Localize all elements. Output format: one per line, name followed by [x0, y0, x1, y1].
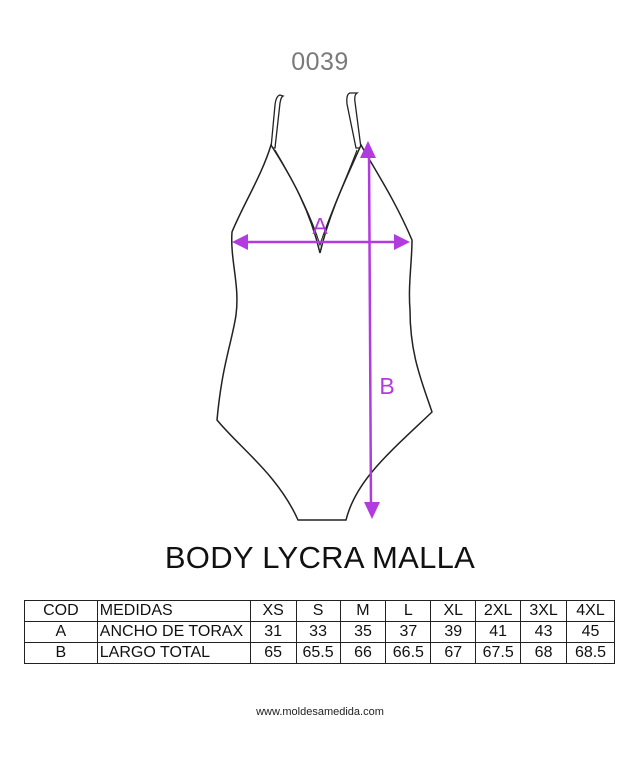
measure-b-label: B — [379, 373, 394, 399]
table-cell: 35 — [339, 621, 387, 643]
measure-b-arrow — [360, 141, 380, 519]
product-title: BODY LYCRA MALLA — [164, 540, 476, 575]
table-cell: 65 — [249, 642, 297, 664]
header-cell: MEDIDAS — [96, 600, 251, 622]
header-cell: 3XL — [520, 600, 568, 622]
table-cell: 41 — [475, 621, 522, 643]
left-strap — [270, 94, 285, 149]
right-strap — [346, 92, 362, 149]
table-cell: 68.5 — [566, 642, 615, 664]
table-cell: 66 — [339, 642, 387, 664]
measure-a-arrow — [232, 234, 410, 250]
table-cell: 31 — [249, 621, 297, 643]
measure-a-label: A — [312, 213, 328, 239]
header-cell: 4XL — [566, 600, 615, 622]
table-cell: 33 — [295, 621, 341, 643]
table-cell: ANCHO DE TORAX — [96, 621, 251, 643]
header-cell: 2XL — [475, 600, 522, 622]
header-cell: S — [295, 600, 341, 622]
table-row: B LARGO TOTAL 65 65.5 66 66.5 67 67.5 68… — [24, 642, 615, 664]
table-row: A ANCHO DE TORAX 31 33 35 37 39 41 43 45 — [24, 621, 615, 643]
table-cell: 65.5 — [295, 642, 341, 664]
table-cell: 67.5 — [475, 642, 522, 664]
neckline-trim — [274, 149, 358, 247]
table-cell: 37 — [385, 621, 432, 643]
header-cell: XS — [249, 600, 297, 622]
header-cell: COD — [24, 600, 98, 622]
bodysuit-outline — [216, 143, 433, 521]
table-cell: 66.5 — [385, 642, 432, 664]
table-header-row: COD MEDIDAS XS S M L XL 2XL 3XL 4XL — [24, 600, 615, 622]
table-cell: B — [24, 642, 98, 664]
pattern-code: 0039 — [291, 48, 349, 76]
table-cell: LARGO TOTAL — [96, 642, 251, 664]
table-cell: A — [24, 621, 98, 643]
size-table: COD MEDIDAS XS S M L XL 2XL 3XL 4XL A AN… — [24, 600, 615, 664]
header-cell: XL — [430, 600, 477, 622]
table-cell: 67 — [430, 642, 477, 664]
website-link[interactable]: www.moldesamedida.com — [256, 706, 384, 718]
header-cell: L — [385, 600, 432, 622]
header-cell: M — [339, 600, 387, 622]
table-cell: 45 — [566, 621, 615, 643]
table-cell: 43 — [520, 621, 568, 643]
table-cell: 68 — [520, 642, 568, 664]
table-cell: 39 — [430, 621, 477, 643]
